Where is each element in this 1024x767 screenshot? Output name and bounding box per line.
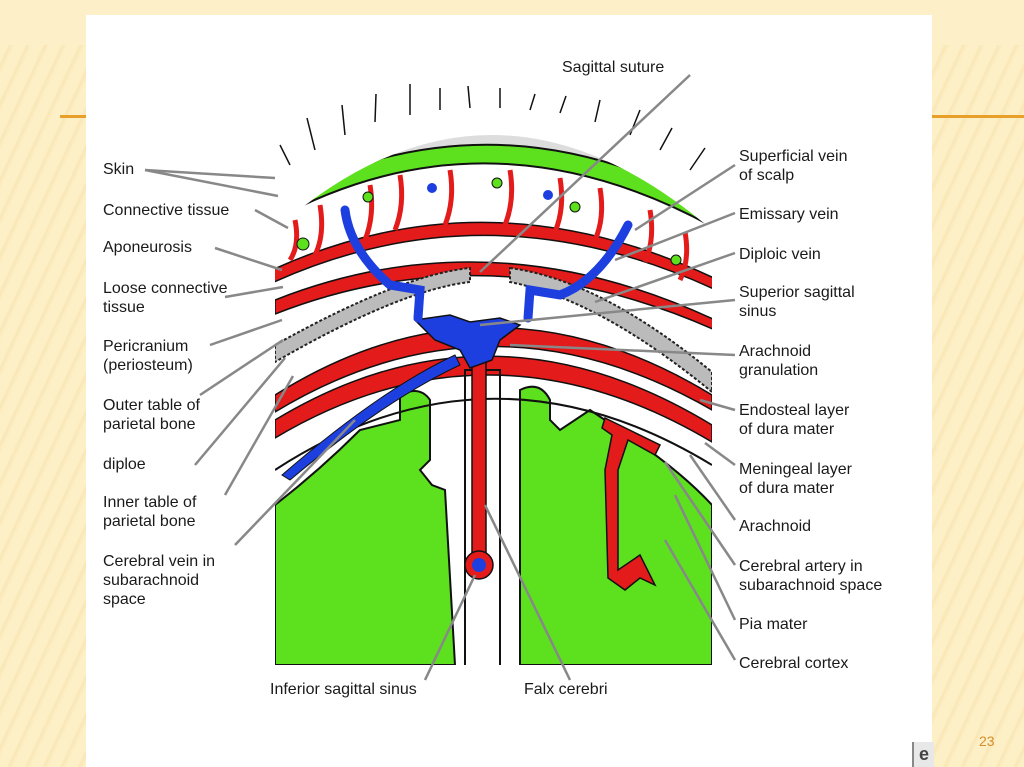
label-arachnoid: Arachnoid	[739, 518, 812, 535]
label-connective-tissue: Connective tissue	[103, 202, 230, 219]
superior-sagittal-sinus	[413, 314, 522, 369]
label-outer-table: Outer table of parietal bone	[103, 397, 200, 433]
page-number: 23	[979, 733, 995, 749]
accent-rule-left	[60, 115, 90, 118]
label-cerebral-vein: Cerebral vein in subarachnoid space	[103, 553, 216, 608]
scalp-vessel-sections	[296, 177, 682, 266]
label-skin: Skin	[103, 161, 135, 178]
cerebral-cortex-left	[275, 390, 457, 665]
label-superficial-vein: Superficial vein of scalp	[739, 148, 848, 184]
label-sagittal-suture: Sagittal suture	[562, 59, 665, 76]
corner-logo-icon: e	[912, 742, 934, 767]
label-pericranium: Pericranium (periosteum)	[103, 338, 193, 374]
aponeurosis-layer	[275, 221, 712, 292]
label-falx-cerebri: Falx cerebri	[524, 681, 608, 698]
label-aponeurosis: Aponeurosis	[103, 239, 192, 256]
falx-red-band	[471, 359, 487, 561]
label-cerebral-cortex: Cerebral cortex	[739, 655, 849, 672]
emissary-vein-right	[523, 220, 633, 323]
label-diploe: diploe	[103, 456, 146, 473]
label-loose-connective-tissue: Loose connective tissue	[103, 280, 228, 316]
accent-rule-right	[930, 115, 1024, 118]
label-inferior-sagittal-sinus: Inferior sagittal sinus	[270, 681, 417, 698]
label-arachnoid-granulation: Arachnoid granulation	[739, 343, 819, 379]
pointer-lines	[144, 74, 737, 681]
inferior-sagittal-sinus	[472, 558, 486, 572]
label-emissary-vein: Emissary vein	[739, 206, 839, 223]
label-endosteal-dura: Endosteal layer of dura mater	[739, 402, 850, 438]
emissary-vein-left	[340, 205, 425, 323]
hair-strands	[279, 84, 706, 171]
label-cerebral-artery: Cerebral artery in subarachnoid space	[739, 558, 883, 594]
label-superior-sagittal-sinus: Superior sagittal sinus	[739, 284, 855, 320]
cerebral-artery	[601, 416, 662, 591]
label-diploic-vein: Diploic vein	[739, 246, 821, 263]
scalp-vessels	[287, 169, 690, 282]
label-meningeal-dura: Meningeal layer of dura mater	[739, 461, 852, 497]
label-inner-table: Inner table of parietal bone	[103, 494, 197, 530]
connective-tissue-layer	[275, 143, 712, 234]
label-pia-mater: Pia mater	[739, 616, 808, 633]
